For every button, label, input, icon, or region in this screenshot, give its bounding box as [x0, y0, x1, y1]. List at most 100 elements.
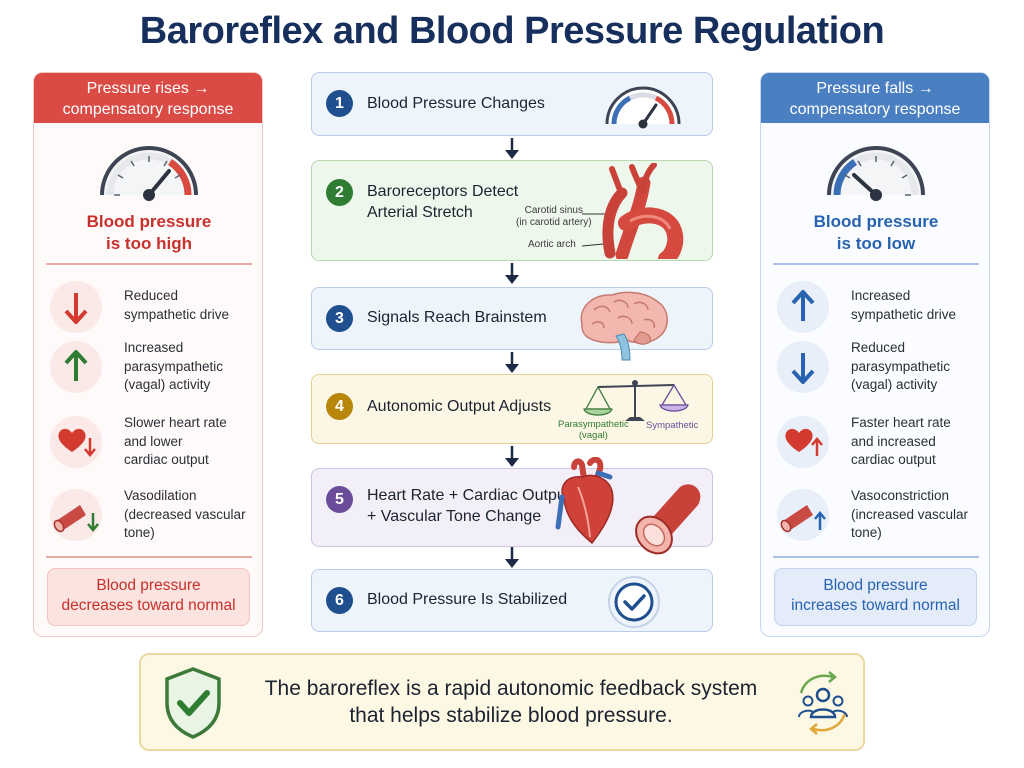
left-effect-4-line-1: Vasodilation: [124, 488, 197, 503]
right-effect-4-line-2: (increased vascular: [851, 506, 969, 522]
step-1-label: Blood Pressure Changes: [367, 95, 545, 112]
right-effect-3-text: Faster heart rate and increased cardiac …: [851, 414, 986, 470]
right-effect-2-line-1: Reduced: [851, 340, 906, 355]
left-state-line-2: is too high: [106, 234, 192, 253]
parasympathetic-label: Parasympathetic (vagal): [558, 419, 629, 441]
right-result-line-2: increases toward normal: [791, 597, 960, 614]
step-4-autonomic-output: 4 Autonomic Output Adjusts Parasympathet…: [311, 374, 713, 444]
step-5-line-2: + Vascular Tone Change: [367, 508, 542, 525]
arrow-down-icon: [50, 281, 102, 333]
step-5-label: Heart Rate + Cardiac Output + Vascular T…: [367, 485, 570, 527]
left-effect-3-line-2: and lower: [124, 433, 183, 449]
left-effect-1-text: Reduced sympathetic drive: [124, 287, 259, 324]
step-1-number: 1: [326, 90, 353, 117]
vessel-up-icon: [777, 489, 829, 541]
right-header-line-2: compensatory response: [789, 101, 961, 118]
arrow-up-icon: [50, 341, 102, 393]
step-4-number: 4: [326, 393, 353, 420]
step-3-number: 3: [326, 305, 353, 332]
carotid-sinus-label: Carotid sinus (in carotid artery): [516, 205, 592, 229]
aortic-arch-label: Aortic arch: [528, 239, 576, 250]
gauge-high-icon: [94, 133, 204, 203]
para-line-2: (vagal): [578, 430, 608, 441]
sympathetic-label: Sympathetic: [646, 420, 699, 431]
carotid-line-2: (in carotid artery): [516, 217, 592, 228]
right-panel-pressure-low: Pressure falls → compensatory response B…: [760, 72, 990, 637]
right-effect-reduced-parasympathetic: Reduced parasympathetic (vagal) activity: [761, 339, 991, 399]
left-divider-bottom: [46, 556, 252, 558]
left-header-line-1: Pressure rises →: [86, 80, 210, 97]
step-5-number: 5: [326, 486, 353, 513]
right-divider-top: [773, 263, 979, 265]
step-5-heart-vascular-change: 5 Heart Rate + Cardiac Output + Vascular…: [311, 457, 713, 555]
arrow-down-icon: [777, 341, 829, 393]
step-6-label: Blood Pressure Is Stabilized: [367, 591, 568, 608]
step-2-baroreceptors: 2 Baroreceptors Detect Arterial Stretch …: [311, 160, 713, 261]
step-3-brainstem: 3 Signals Reach Brainstem: [311, 287, 713, 361]
left-effect-4-line-3: tone): [124, 525, 155, 540]
people-cycle-icon: [798, 671, 848, 735]
left-effect-2-line-2: parasympathetic: [124, 358, 224, 374]
right-effect-increased-sympathetic: Increased sympathetic drive: [761, 279, 991, 339]
flow-arrow-1: [505, 138, 519, 159]
left-effect-3-text: Slower heart rate and lower cardiac outp…: [124, 414, 259, 470]
step-2-line-1: Baroreceptors Detect: [367, 183, 519, 200]
flow-arrow-3: [505, 352, 519, 373]
right-effect-1-text: Increased sympathetic drive: [851, 287, 986, 324]
check-circle-icon: [608, 576, 660, 628]
left-panel-header: Pressure rises → compensatory response: [34, 73, 262, 123]
left-effect-vasodilation: Vasodilation (decreased vascular tone): [34, 487, 264, 547]
right-header-line-1: Pressure falls →: [816, 80, 934, 97]
right-effect-3-line-2: and increased: [851, 433, 936, 449]
right-result-line-1: Blood pressure: [823, 577, 928, 594]
left-effect-3-line-1: Slower heart rate: [124, 415, 227, 430]
left-effect-slower-heart-rate: Slower heart rate and lower cardiac outp…: [34, 414, 264, 474]
left-effect-3-line-3: cardiac output: [124, 452, 209, 467]
right-divider-bottom: [773, 556, 979, 558]
page-title: Baroreflex and Blood Pressure Regulation: [139, 10, 885, 52]
summary-text: The baroreflex is a rapid autonomic feed…: [241, 675, 781, 729]
artery-icon: [582, 163, 684, 259]
shield-check-icon: [165, 667, 221, 739]
left-panel-pressure-high: Pressure rises → compensatory response B…: [33, 72, 263, 637]
step-2-number: 2: [326, 179, 353, 206]
vessel-down-icon: [50, 489, 102, 541]
right-state-line-2: is too low: [836, 234, 916, 253]
step-1-blood-pressure-changes: 1 Blood Pressure Changes: [311, 72, 713, 136]
summary-banner: The baroreflex is a rapid autonomic feed…: [139, 653, 865, 751]
flow-arrow-2: [505, 263, 519, 284]
left-state-line-1: Blood pressure: [86, 212, 212, 231]
right-effect-4-line-1: Vasoconstriction: [851, 488, 950, 503]
brain-icon: [580, 291, 668, 361]
carotid-line-1: Carotid sinus: [524, 205, 583, 216]
step-3-label: Signals Reach Brainstem: [367, 309, 547, 326]
left-result-box: Blood pressure decreases toward normal: [47, 568, 250, 626]
step-2-label: Baroreceptors Detect Arterial Stretch: [367, 181, 518, 223]
right-effect-1-line-1: Increased: [851, 288, 911, 303]
right-effect-faster-heart-rate: Faster heart rate and increased cardiac …: [761, 414, 991, 474]
right-state-line-1: Blood pressure: [813, 212, 939, 231]
step-6-number: 6: [326, 587, 353, 614]
left-result-line-1: Blood pressure: [96, 577, 201, 594]
left-effect-1-line-2: sympathetic drive: [124, 306, 230, 322]
left-effect-1-line-1: Reduced: [124, 288, 179, 303]
balance-scale-icon: [583, 380, 689, 421]
right-effect-2-text: Reduced parasympathetic (vagal) activity: [851, 339, 986, 395]
right-effect-2-line-2: parasympathetic: [851, 358, 951, 374]
gauge-low-icon: [821, 133, 931, 203]
right-effect-4-text: Vasoconstriction (increased vascular ton…: [851, 487, 986, 543]
step-6-stabilized: 6 Blood Pressure Is Stabilized: [311, 569, 713, 632]
summary-line-2: that helps stabilize blood pressure.: [349, 704, 673, 727]
right-effect-3-line-1: Faster heart rate: [851, 415, 951, 430]
left-effect-2-text: Increased parasympathetic (vagal) activi…: [124, 339, 259, 395]
gauge-icon: [605, 86, 681, 129]
flow-arrow-5: [505, 547, 519, 568]
left-effect-4-line-2: (decreased vascular: [124, 506, 246, 522]
arrow-up-icon: [777, 281, 829, 333]
right-effect-2-line-3: (vagal) activity: [851, 377, 938, 392]
right-result-box: Blood pressure increases toward normal: [774, 568, 977, 626]
right-panel-header: Pressure falls → compensatory response: [761, 73, 989, 123]
right-effect-vasoconstriction: Vasoconstriction (increased vascular ton…: [761, 487, 991, 547]
left-effect-2-line-3: (vagal) activity: [124, 377, 211, 392]
left-state-label: Blood pressure is too high: [34, 211, 264, 255]
